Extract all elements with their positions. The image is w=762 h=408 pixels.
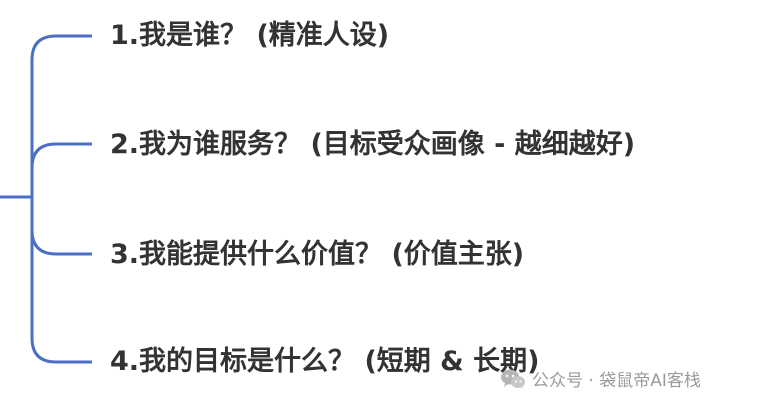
branch-label-4: 4.我的目标是什么？ (短期 & 长期) bbox=[110, 346, 540, 377]
branch-line-1 bbox=[30, 34, 92, 197]
branch-label-3: 3.我能提供什么价值？ (价值主张) bbox=[110, 239, 525, 270]
branch-line-3 bbox=[30, 197, 92, 256]
branch-line-2 bbox=[30, 142, 92, 197]
branch-label-2: 2.我为谁服务？ (目标受众画像 - 越细越好) bbox=[110, 129, 636, 160]
watermark: 公众号 · 袋鼠帝AI客栈 bbox=[500, 366, 701, 391]
branch-line-4 bbox=[30, 197, 92, 364]
wechat-icon bbox=[501, 369, 525, 389]
watermark-text: 公众号 · 袋鼠帝AI客栈 bbox=[532, 371, 701, 391]
branch-label-1: 1.我是谁？ (精准人设) bbox=[110, 20, 390, 51]
